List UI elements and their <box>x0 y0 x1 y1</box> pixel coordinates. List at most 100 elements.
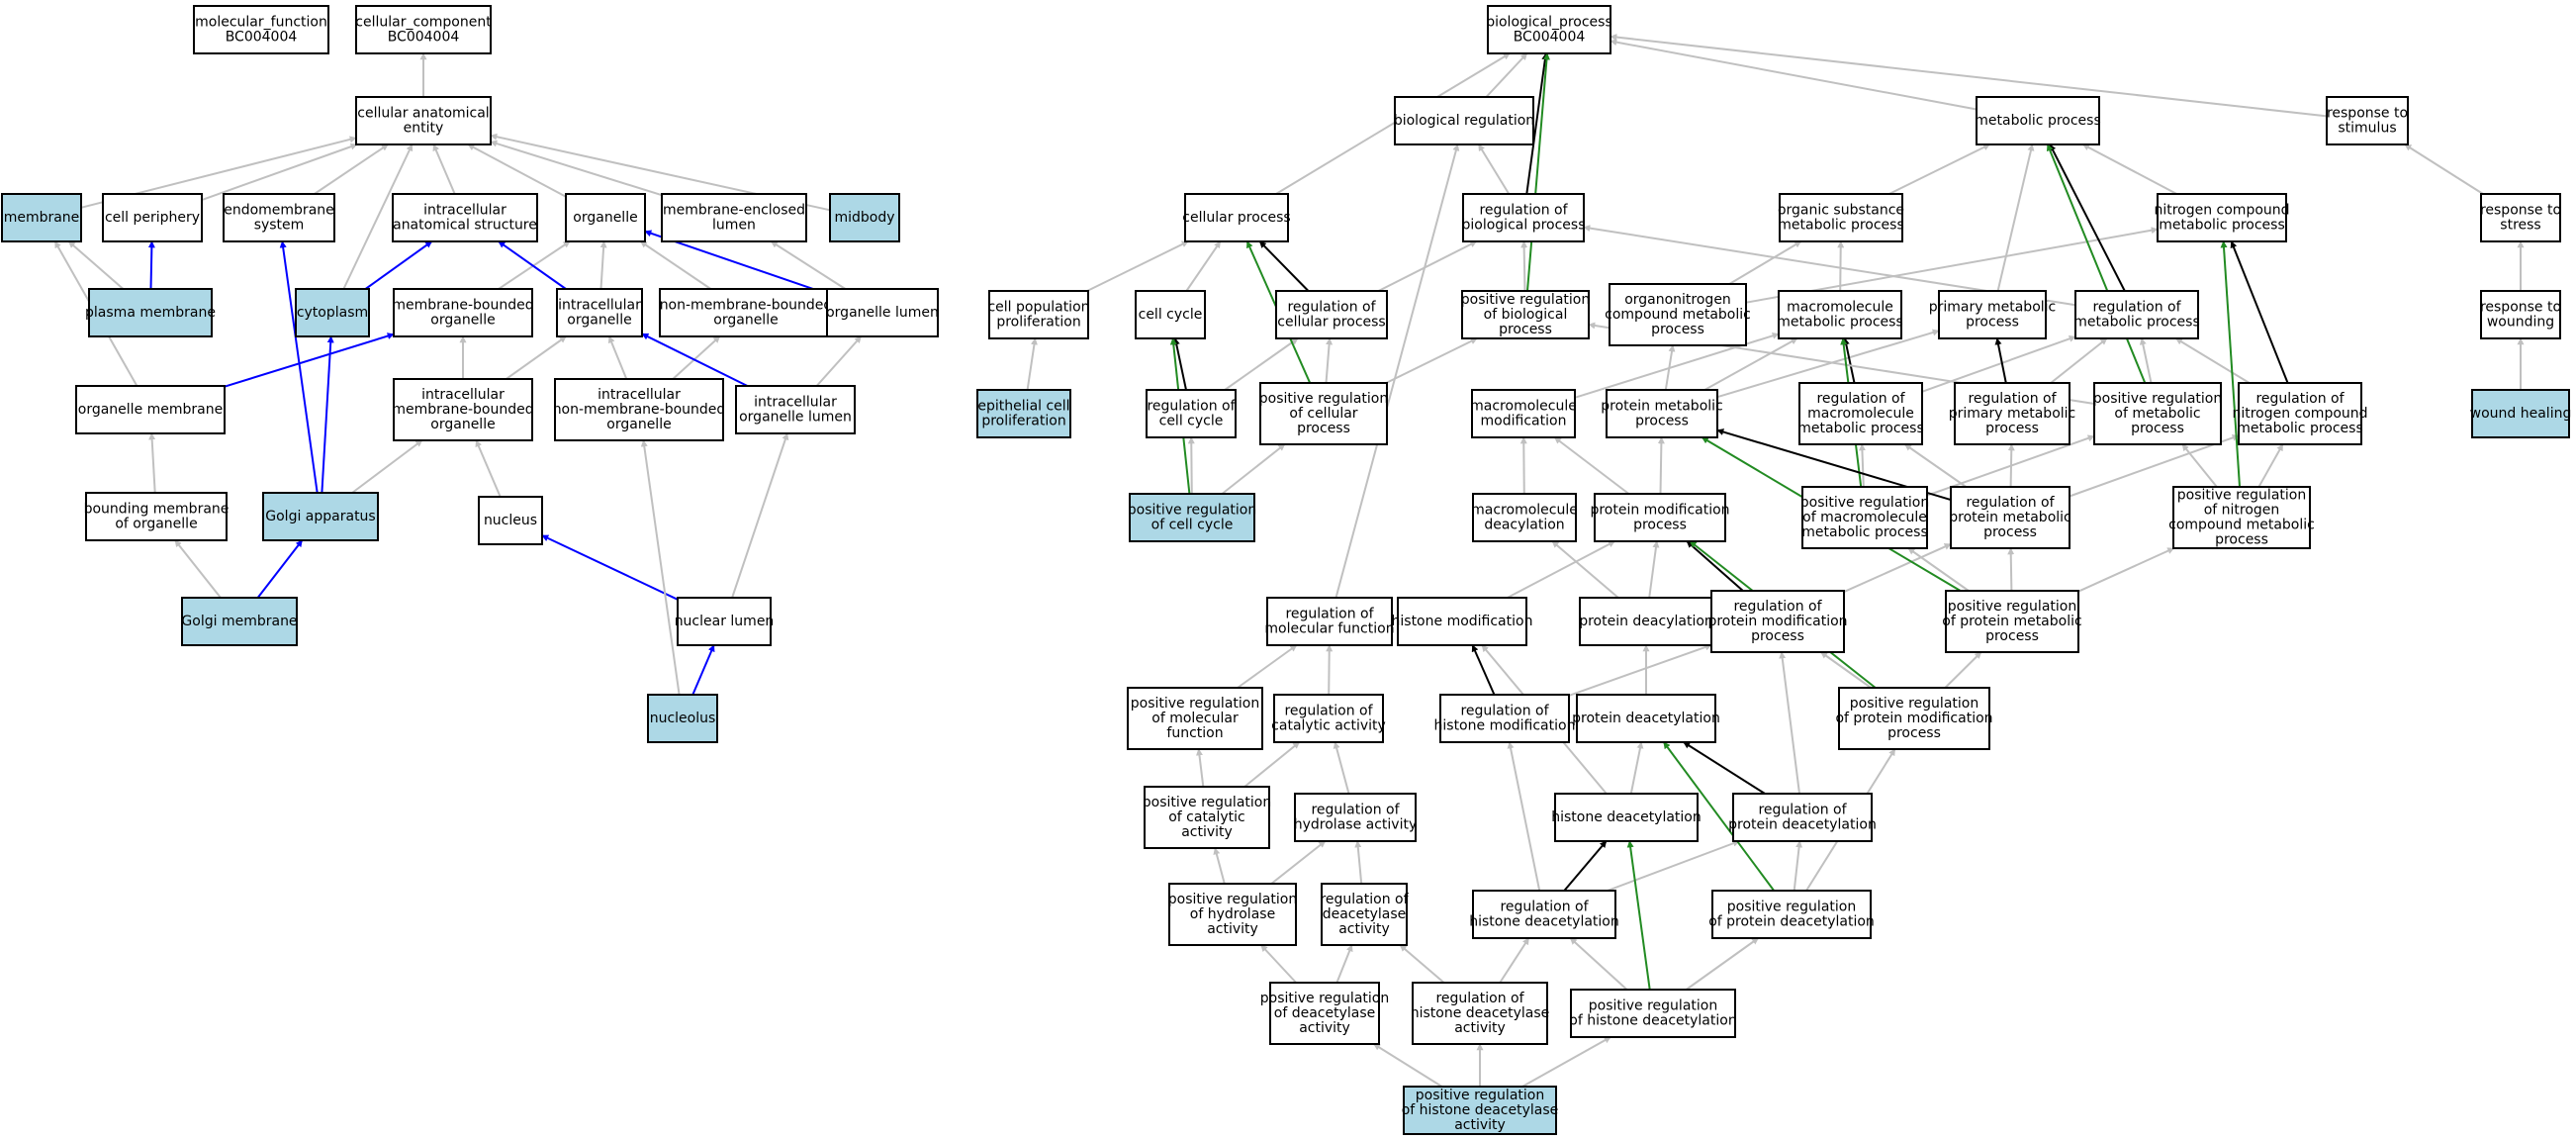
edge-is-a <box>815 335 863 387</box>
node-box <box>88 288 213 337</box>
node-label-line: of cell cycle <box>1151 518 1234 533</box>
node-label-line: activity <box>1181 824 1233 840</box>
node-label-line: metabolic process <box>2073 315 2200 331</box>
node-label-line: Golgi apparatus <box>265 509 375 524</box>
edge-line <box>432 143 456 195</box>
node-label-line: plasma membrane <box>85 305 216 321</box>
node-box <box>1461 290 1590 339</box>
node-box <box>661 193 807 242</box>
edge-is-a <box>1499 937 1530 984</box>
edge-line <box>1842 337 1856 384</box>
edge-is-a <box>2081 143 2177 195</box>
node-label-line: hydrolase activity <box>1294 817 1418 833</box>
node-label-line: wound healing <box>2470 406 2572 422</box>
node-label-line: metabolic process <box>1777 315 1903 331</box>
edge-is-a <box>1385 337 1478 384</box>
edge-is-a <box>1237 644 1298 689</box>
go-term-node-protdeacyl: protein deacylation <box>1579 597 1713 646</box>
edge-regulates <box>1686 540 1744 592</box>
edge-positively-regulates <box>1626 840 1651 991</box>
edge-line <box>1378 240 1478 292</box>
edge-is-a <box>1485 52 1528 98</box>
edge-line <box>1703 337 1798 391</box>
node-box <box>355 5 492 54</box>
node-box <box>1487 5 1611 54</box>
go-term-node-membrane: membrane <box>1 193 82 242</box>
edge-is-a <box>1904 443 1967 488</box>
edge-is-a <box>2139 337 2153 384</box>
node-box <box>355 96 492 145</box>
node-box <box>565 193 646 242</box>
node-label-line: positive regulation <box>1128 503 1256 519</box>
node-label-line: regulation of <box>1733 599 1822 615</box>
edge-is-a <box>599 240 607 290</box>
edge-line <box>201 142 358 202</box>
edge-part-of <box>147 240 155 290</box>
node-box <box>2326 96 2409 145</box>
node-label-line: positive regulation <box>1143 795 1271 810</box>
edge-line <box>1243 741 1301 788</box>
edge-line <box>2081 143 2177 195</box>
edge-part-of <box>541 534 679 601</box>
node-label-line: histone modification <box>1392 614 1533 629</box>
node-label-line: organelle membrane <box>78 402 223 418</box>
node-label-line: deacetylase <box>1323 906 1407 922</box>
edge-is-a <box>2257 443 2284 488</box>
edge-line <box>2230 240 2289 384</box>
node-label-line: process <box>2131 421 2184 436</box>
edge-is-a <box>1378 240 1478 292</box>
edge-is-a <box>432 143 456 195</box>
node-label-line: response to <box>2327 106 2408 122</box>
edge-line <box>1657 436 1665 495</box>
edge-positively-regulates <box>1662 741 1776 892</box>
edge-line <box>475 439 502 498</box>
node-label-line: cellular process <box>1277 315 1385 331</box>
node-box <box>2471 389 2570 438</box>
node-box <box>193 5 329 54</box>
edge-is-a <box>2050 337 2108 384</box>
edge-is-a <box>475 439 502 498</box>
nodes-layer: molecular_functionBC004004cellular_compo… <box>1 5 2572 1135</box>
node-box <box>829 193 900 242</box>
node-label-line: metabolic process <box>1797 421 1924 436</box>
node-label-line: cellular anatomical <box>357 106 489 122</box>
edge-line <box>1610 39 1978 111</box>
edge-line <box>1626 840 1651 991</box>
edge-line <box>1563 840 1608 892</box>
node-box <box>2157 193 2287 242</box>
edge-line <box>1793 840 1803 892</box>
edge-regulates <box>2230 240 2289 384</box>
edge-line <box>1333 741 1350 795</box>
edge-line <box>1354 840 1363 885</box>
node-label-line: molecular_function <box>195 15 327 31</box>
node-label-line: activity <box>1299 1020 1350 1036</box>
node-label-line: non-membrane-bounded <box>553 402 726 418</box>
node-label-line: endomembrane <box>224 203 334 219</box>
node-label-line: positive regulation <box>1259 391 1388 407</box>
node-label-line: of protein modification <box>1835 711 1992 726</box>
edge-positively-regulates <box>1526 52 1550 292</box>
node-box <box>1732 793 1873 842</box>
node-box <box>393 378 533 441</box>
node-box <box>1976 96 2100 145</box>
node-label-line: membrane-bounded <box>392 298 533 314</box>
edge-is-a <box>1243 741 1301 788</box>
edge-line <box>1270 840 1327 885</box>
go-term-node-orgmem: organelle membrane <box>75 385 226 434</box>
edge-is-a <box>1569 937 1628 991</box>
edge-line <box>1221 443 1286 495</box>
edge-line <box>351 439 423 494</box>
edge-is-a <box>731 432 789 599</box>
node-label-line: process <box>1651 322 1704 337</box>
node-label-line: of molecular <box>1151 711 1239 726</box>
edges-layer <box>53 34 2525 1088</box>
